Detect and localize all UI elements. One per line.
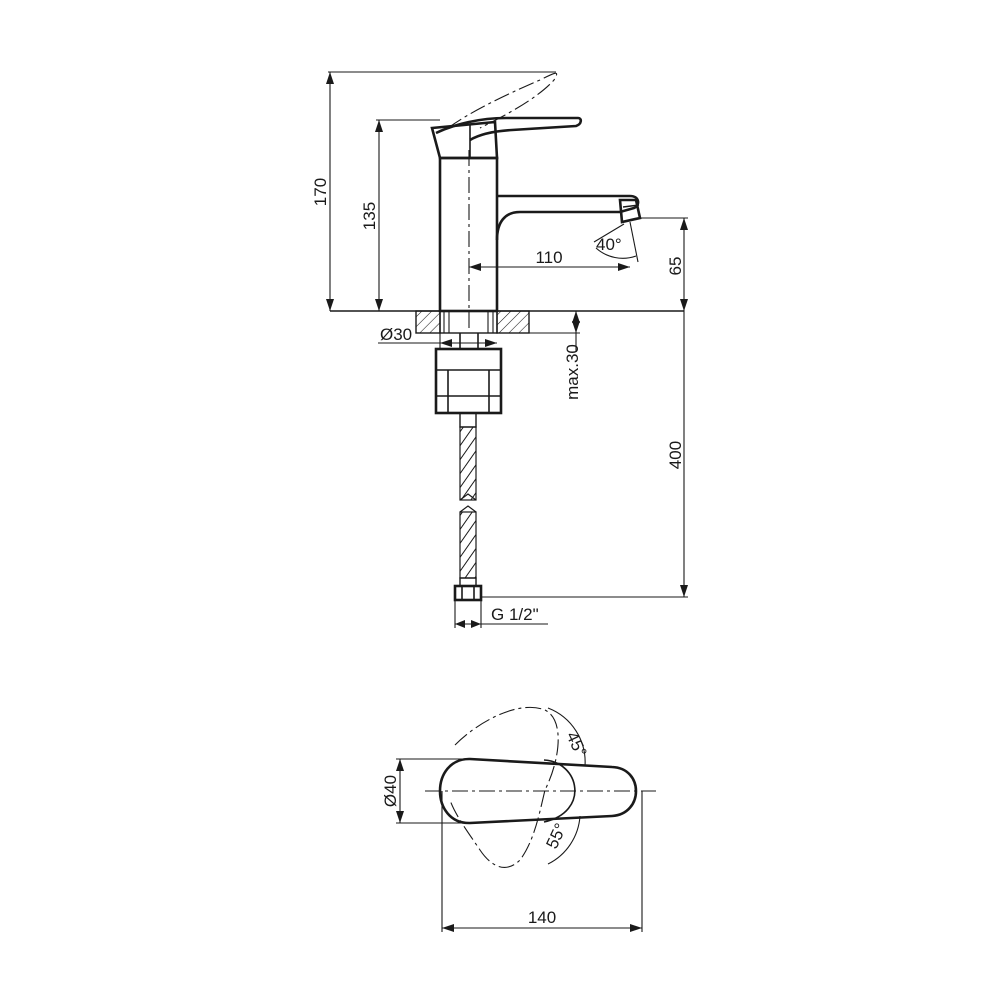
flexible-hose	[453, 412, 483, 602]
dim-reach-110: 110	[469, 248, 630, 271]
dim-hose-400: 400	[481, 311, 688, 598]
mounting-nut	[434, 333, 503, 415]
dim-angle-55: 55°	[542, 815, 581, 865]
dim-label-d30: Ø30	[380, 325, 412, 344]
dim-body-40: Ø40	[381, 758, 470, 824]
dim-label-45deg: 45°	[562, 729, 590, 760]
dim-thread-g12: G 1/2"	[454, 600, 548, 628]
dim-label-40deg: 40°	[596, 235, 622, 254]
top-view: 45° 55° Ø40 140	[381, 706, 656, 932]
dim-height-170: 170	[311, 71, 556, 311]
dim-height-135: 135	[360, 119, 440, 311]
countertop-section	[330, 310, 684, 334]
dim-label-65: 65	[666, 257, 685, 276]
dim-label-d40: Ø40	[381, 775, 400, 807]
dim-shank-30: Ø30	[378, 325, 497, 349]
dim-angle-45: 45°	[547, 707, 590, 767]
lever-rotated-outline	[449, 706, 559, 868]
side-view: 170 135 110 40°	[311, 71, 688, 628]
dim-label-g12: G 1/2"	[491, 605, 539, 624]
dim-label-400: 400	[666, 441, 685, 469]
dim-label-140: 140	[528, 908, 556, 927]
faucet-body	[430, 72, 642, 332]
dim-label-max30: max.30	[563, 344, 582, 400]
dim-angle-40: 40°	[593, 221, 639, 263]
dim-label-135: 135	[360, 202, 379, 230]
dim-label-110: 110	[535, 248, 562, 267]
dim-label-170: 170	[311, 178, 330, 206]
dim-label-55deg: 55°	[542, 820, 570, 851]
dim-clearance-65: 65	[640, 217, 688, 311]
dim-deck-max30: max.30	[563, 311, 582, 400]
dim-length-140: 140	[441, 791, 643, 932]
